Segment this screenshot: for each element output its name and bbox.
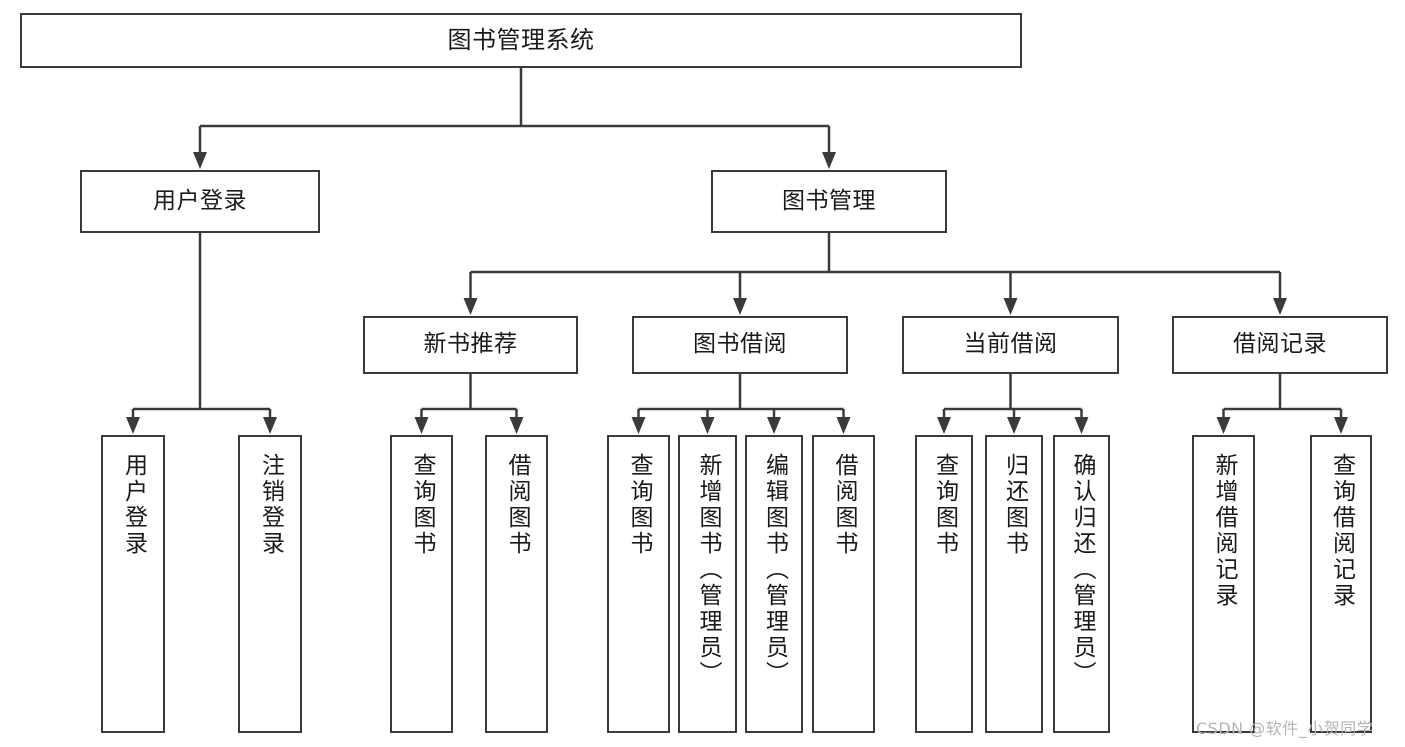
node-leaf-add-rec[interactable]: 新增借阅记录 (1192, 435, 1255, 733)
node-user-login[interactable]: 用户登录 (80, 170, 320, 233)
node-label: 借阅图书 (831, 453, 857, 557)
node-label: 新书推荐 (423, 331, 518, 358)
node-label: 图书管理系统 (447, 26, 595, 55)
arrowhead-icon (1273, 298, 1287, 315)
arrowhead-icon (509, 417, 524, 434)
node-leaf-borrow-1[interactable]: 借阅图书 (485, 435, 548, 733)
node-label: 借阅图书 (504, 453, 530, 557)
arrowhead-icon (767, 417, 781, 434)
arrowhead-icon (193, 152, 207, 169)
arrowhead-icon (836, 417, 851, 434)
node-label: 图书管理 (782, 187, 876, 214)
node-label: 查询借阅记录 (1328, 453, 1355, 609)
arrowhead-icon (1216, 417, 1231, 434)
node-label: 编辑图书（管理员） (761, 453, 788, 687)
arrowhead-icon (631, 417, 646, 434)
node-book-manage[interactable]: 图书管理 (711, 170, 947, 233)
node-label: 当前借阅 (963, 331, 1058, 358)
node-new-book-rec[interactable]: 新书推荐 (363, 316, 578, 374)
node-leaf-borrow-2[interactable]: 借阅图书 (812, 435, 875, 733)
node-leaf-add-book[interactable]: 新增图书（管理员） (678, 435, 737, 733)
node-label: 注销登录 (257, 453, 284, 557)
node-label: 用户登录 (120, 453, 147, 557)
arrowhead-icon (733, 298, 747, 315)
arrowhead-icon (1334, 417, 1348, 434)
arrowhead-icon (1007, 417, 1021, 434)
node-leaf-query-1[interactable]: 查询图书 (390, 435, 453, 733)
arrowhead-icon (1003, 298, 1018, 315)
node-leaf-query-2[interactable]: 查询图书 (607, 435, 670, 733)
node-leaf-query-3[interactable]: 查询图书 (915, 435, 973, 733)
node-label: 新增图书（管理员） (695, 453, 721, 687)
node-label: 新增借阅记录 (1211, 453, 1237, 609)
node-leaf-query-rec[interactable]: 查询借阅记录 (1310, 435, 1372, 733)
node-leaf-user-login[interactable]: 用户登录 (101, 435, 165, 733)
node-label: 查询图书 (409, 453, 435, 557)
arrowhead-icon (822, 152, 836, 169)
arrowhead-icon (463, 298, 478, 315)
node-borrow-record[interactable]: 借阅记录 (1172, 316, 1388, 374)
arrowhead-icon (700, 417, 715, 434)
node-leaf-logout[interactable]: 注销登录 (238, 435, 302, 733)
arrowhead-icon (263, 417, 277, 434)
node-leaf-edit-book[interactable]: 编辑图书（管理员） (745, 435, 803, 733)
node-leaf-confirm[interactable]: 确认归还（管理员） (1053, 435, 1110, 733)
node-label: 图书借阅 (693, 331, 787, 358)
arrowhead-icon (414, 417, 429, 434)
node-label: 确认归还（管理员） (1069, 453, 1095, 687)
node-current-borrow[interactable]: 当前借阅 (902, 316, 1119, 374)
node-book-borrow[interactable]: 图书借阅 (632, 316, 848, 374)
node-label: 查询图书 (931, 453, 958, 557)
arrowhead-icon (126, 417, 140, 434)
arrowhead-icon (937, 417, 951, 434)
node-leaf-return[interactable]: 归还图书 (985, 435, 1043, 733)
node-root[interactable]: 图书管理系统 (20, 13, 1022, 68)
node-label: 借阅记录 (1233, 331, 1327, 358)
arrowhead-icon (1074, 417, 1089, 434)
node-label: 查询图书 (626, 453, 652, 557)
node-label: 用户登录 (153, 187, 247, 214)
node-label: 归还图书 (1001, 453, 1028, 557)
